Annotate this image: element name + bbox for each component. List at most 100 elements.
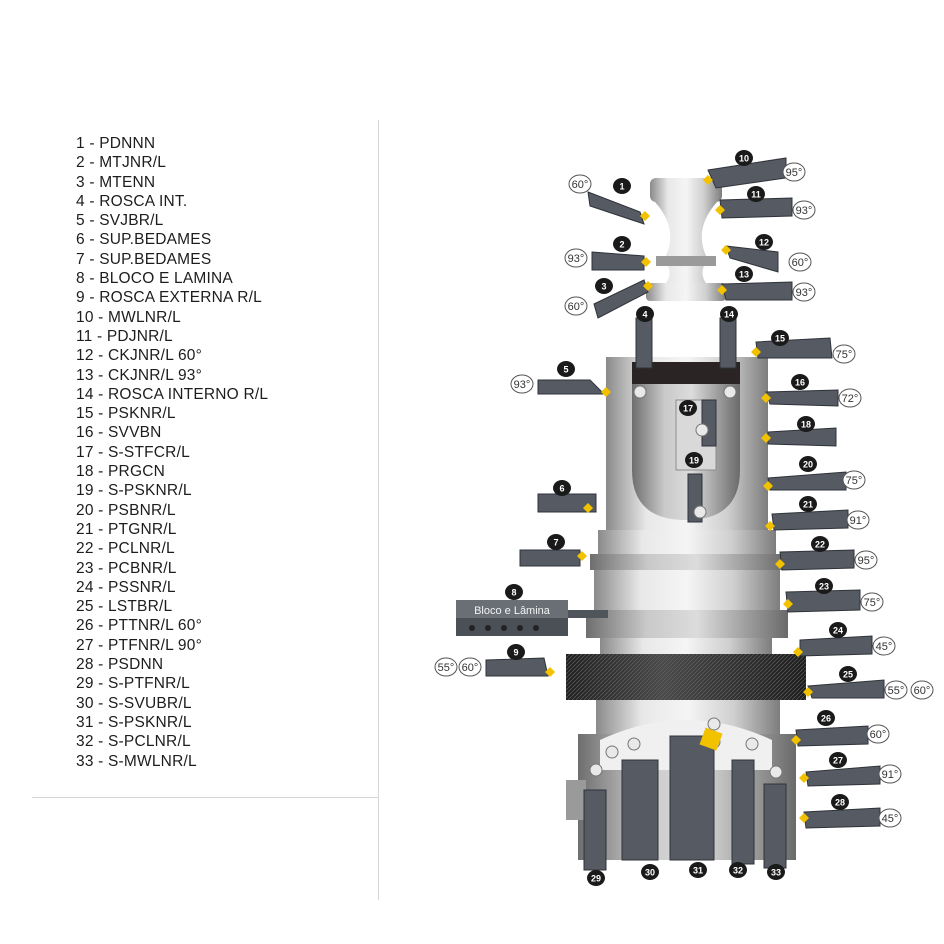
insert (643, 281, 653, 291)
angle-label: 91° (882, 769, 899, 781)
angle-label: 95° (786, 167, 803, 179)
screw (589, 763, 603, 777)
tool-holder (779, 549, 855, 571)
angle-badge (872, 636, 896, 656)
angle-label: 93° (514, 379, 531, 391)
tool-number: 2 (619, 240, 624, 250)
tool-number-badge (689, 862, 707, 878)
legend-item: 1 - PDNNN (76, 135, 156, 152)
tool-number-badge (557, 361, 575, 377)
insert (601, 387, 611, 397)
insert (721, 245, 731, 255)
insert (641, 257, 651, 267)
bottom-holder (621, 759, 659, 861)
insert (640, 211, 650, 221)
insert (765, 521, 775, 531)
legend-item: 27 - PTFNR/L 90° (76, 636, 202, 654)
tool-number-badge (755, 234, 773, 250)
tool-holder (803, 807, 881, 829)
insert (793, 647, 803, 657)
tool-holder (771, 509, 849, 531)
angle-label: 95° (858, 555, 875, 567)
angle-label: 60° (462, 662, 479, 674)
tool-holder (537, 379, 606, 395)
legend-item: 32 - S-PCLNR/L (76, 733, 191, 751)
tool-holder (795, 725, 869, 747)
angle-badge (510, 374, 534, 394)
screw (627, 737, 641, 751)
tool-number: 9 (513, 648, 518, 658)
tool-number: 1 (619, 182, 624, 192)
boring-bar (719, 317, 737, 369)
tool-number: 25 (843, 670, 853, 680)
angle-badge (866, 724, 890, 744)
legend-item: 5 - SVJBR/L (76, 212, 164, 230)
legend-item: 14 - ROSCA INTERNO R/L (76, 385, 269, 403)
legend-item: 21 - PTGNR/L (76, 520, 177, 538)
tool-holder (767, 471, 847, 491)
boring-bar (635, 317, 653, 369)
tool-number-badge (735, 150, 753, 166)
tool-number-badge (747, 186, 765, 202)
tool-number-badge (817, 710, 835, 726)
tool-number: 19 (689, 456, 699, 466)
tool-number: 15 (775, 334, 785, 344)
tool-number-badge (799, 496, 817, 512)
legend-item: 30 - S-SVUBR/L (76, 694, 192, 712)
tool-number-badge (685, 452, 703, 468)
block-label: Bloco e Lâmina (474, 605, 551, 617)
angle-badge (910, 680, 934, 700)
legend-item: 24 - PSSNR/L (76, 578, 176, 596)
angle-badge (792, 200, 816, 220)
angle-label: 60° (914, 685, 931, 697)
tool-number: 30 (645, 868, 655, 878)
insert (791, 735, 801, 745)
legend-item: 23 - PCBNR/L (76, 559, 177, 577)
angle-badge (564, 248, 588, 268)
tool-number-badge (771, 330, 789, 346)
tool-number: 17 (683, 404, 693, 414)
tool-holder (593, 279, 649, 319)
legend-item: 10 - MWLNR/L (76, 308, 181, 326)
angle-badge (842, 470, 866, 490)
legend-item: 2 - MTJNR/L (76, 154, 167, 172)
angle-label: 72° (842, 393, 859, 405)
angle-badge (838, 388, 862, 408)
angle-badge (884, 680, 908, 700)
tool-number-badge (641, 864, 659, 880)
angle-label: 60° (792, 257, 809, 269)
tool-number: 12 (759, 238, 769, 248)
tool-number-badge (636, 306, 654, 322)
angle-label: 55° (888, 685, 905, 697)
tool-holder (725, 245, 779, 273)
tool-number: 22 (815, 540, 825, 550)
angle-labels: 60°93°60°93°55°60°95°93°60°93°75°72°75°9… (434, 162, 934, 828)
angle-badge (878, 808, 902, 828)
tool-number: 11 (751, 190, 761, 200)
boring-bar (701, 399, 717, 447)
tool-number-badge (831, 794, 849, 810)
legend-item: 19 - S-PSKNR/L (76, 482, 192, 500)
tool-holder (591, 251, 645, 271)
tool-holder (587, 191, 645, 225)
screw (633, 385, 647, 399)
legend-item: 13 - CKJNR/L 93° (76, 366, 202, 384)
angle-label: 45° (882, 813, 899, 825)
insert (761, 433, 771, 443)
tool-number: 13 (739, 270, 749, 280)
tool-number-badge (829, 752, 847, 768)
tool-number-badge (595, 278, 613, 294)
insert (545, 667, 555, 677)
bottom-holder (583, 789, 607, 871)
insert (803, 687, 813, 697)
tool-number: 33 (771, 868, 781, 878)
tool-holder (807, 679, 885, 699)
tool-holder (519, 549, 581, 567)
bottom-holder (731, 759, 755, 865)
tool-group (485, 157, 885, 871)
tool-number: 8 (511, 588, 516, 598)
tool-number: 28 (835, 798, 845, 808)
tool-holder (755, 337, 833, 359)
angle-label: 93° (796, 205, 813, 217)
